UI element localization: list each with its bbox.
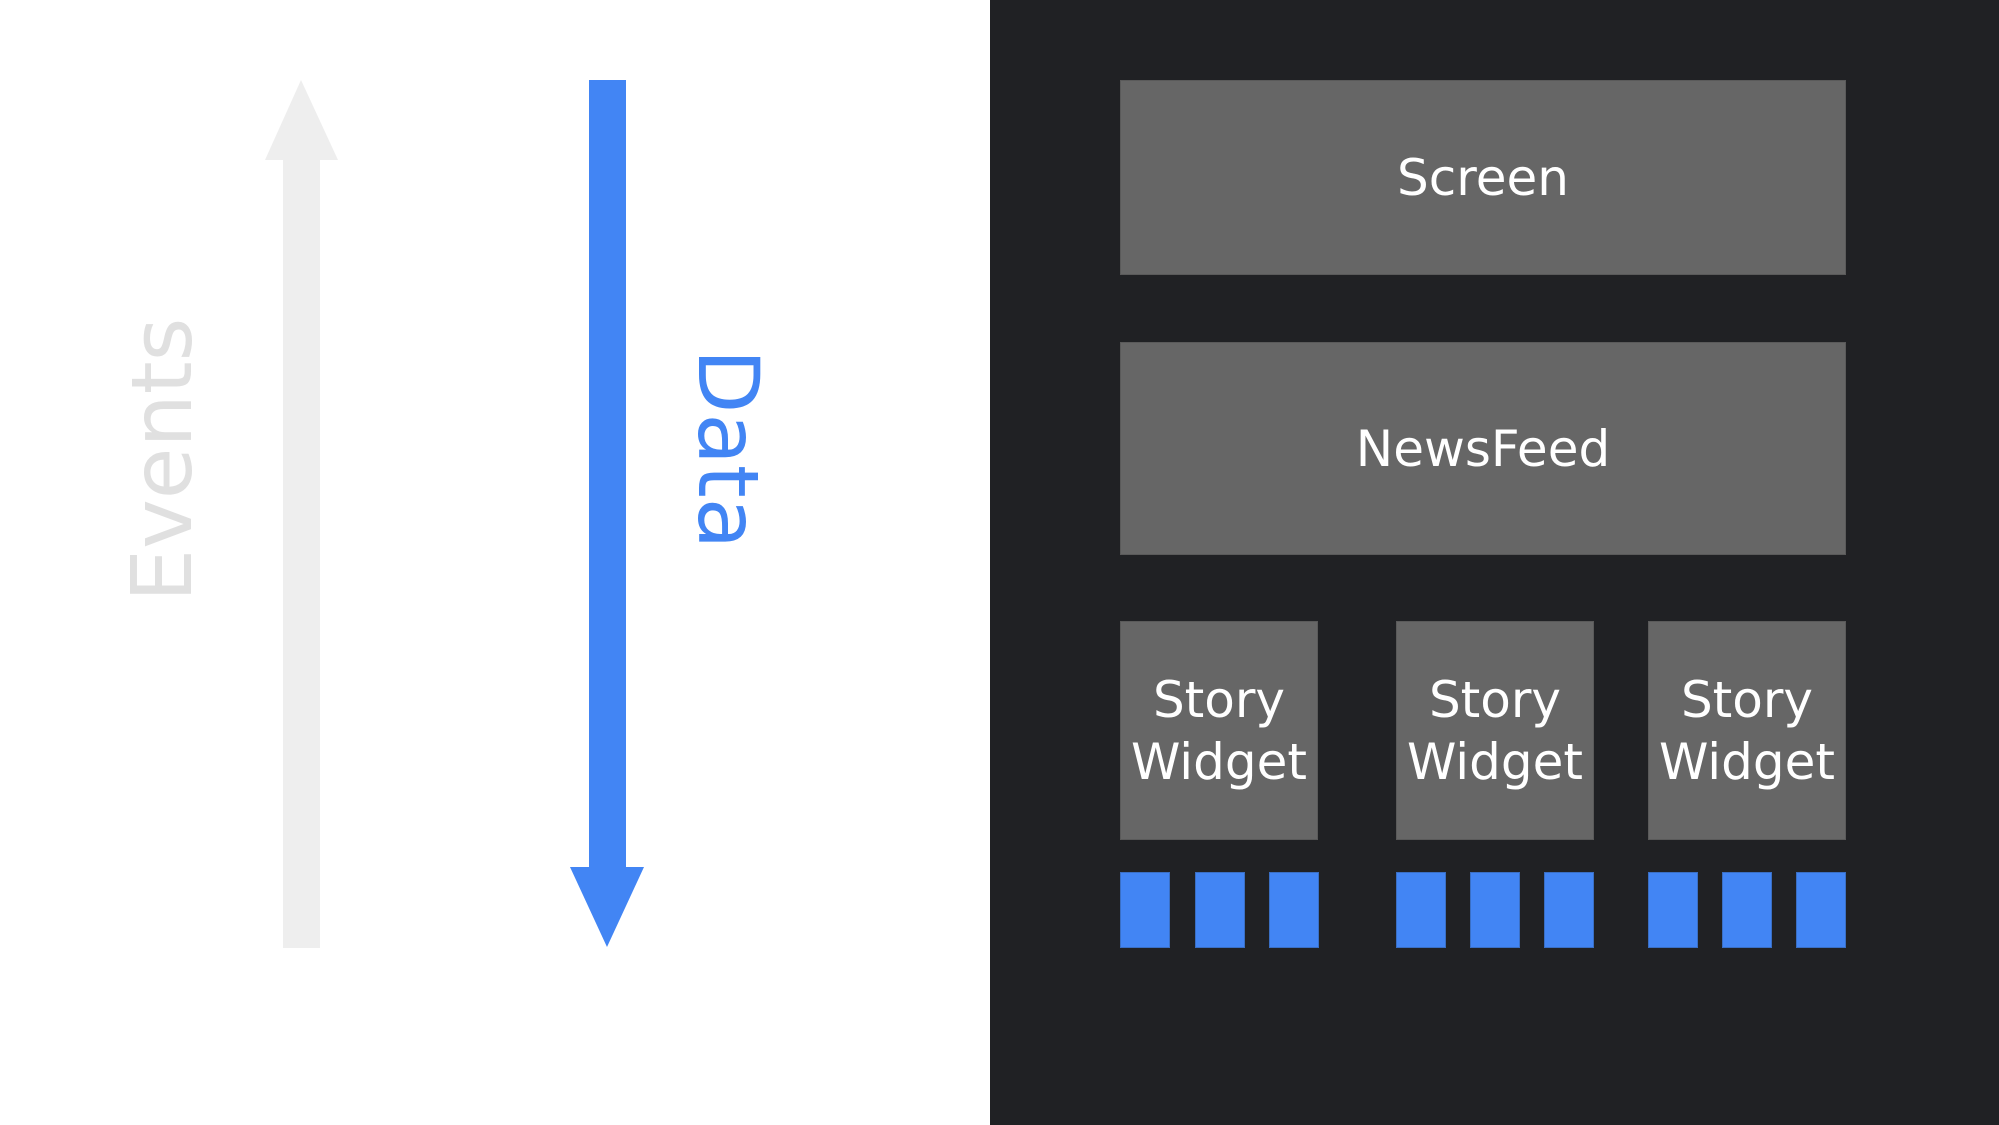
newsfeed-label: NewsFeed [1355,419,1611,478]
leaf-widget [1120,872,1170,948]
data-label: Data [679,348,777,550]
story-widget-line1: Story [1680,670,1814,729]
newsfeed-box: NewsFeed [1120,342,1846,555]
events-arrow-up-icon [265,80,338,948]
events-label: Events [113,317,211,602]
arrows [265,80,644,948]
leaf-widget [1648,872,1698,948]
leaf-widget [1396,872,1446,948]
leaf-widget [1544,872,1594,948]
leaf-widget [1796,872,1846,948]
data-arrow-down-icon [570,80,644,947]
story-widget-line1: Story [1428,670,1562,729]
leaf-widget [1722,872,1772,948]
leaf-widget [1269,872,1319,948]
leaf-widget [1470,872,1520,948]
screen-box: Screen [1120,80,1846,275]
leaf-widget [1195,872,1245,948]
story-widget-line1: Story [1152,670,1286,729]
story-widget-line2: Widget [1658,732,1836,791]
story-widget-line2: Widget [1406,732,1584,791]
story-widget-line2: Widget [1130,732,1308,791]
screen-label: Screen [1397,148,1569,207]
